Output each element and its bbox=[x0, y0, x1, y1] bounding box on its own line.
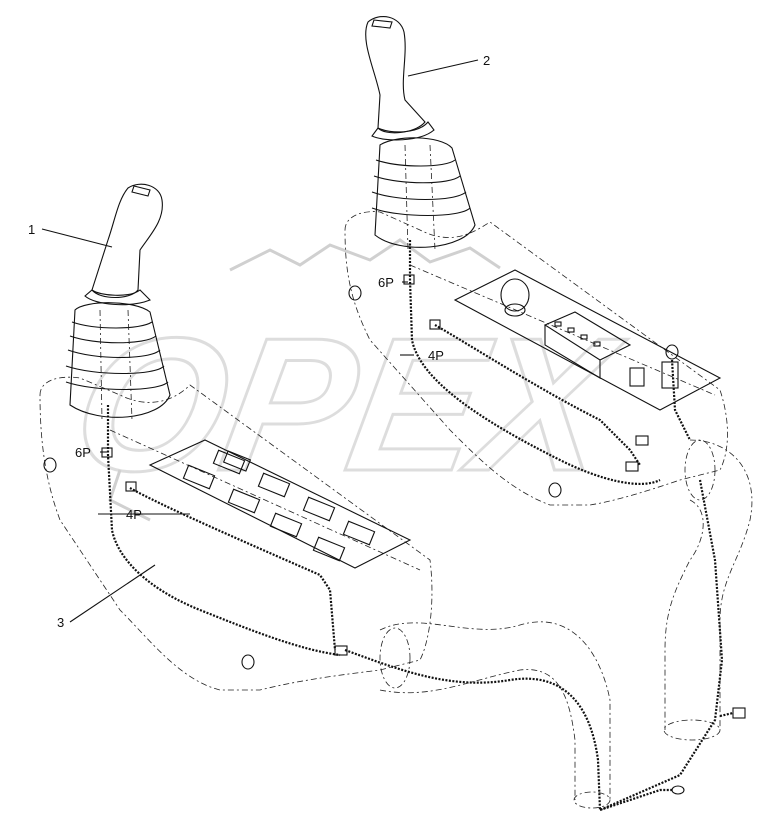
right-joystick-grip bbox=[365, 16, 435, 141]
left-harness-6p-wire bbox=[106, 405, 341, 657]
callout-3: 3 bbox=[57, 615, 64, 630]
right-control-panel bbox=[453, 269, 722, 411]
right-harness-6p-wire bbox=[408, 240, 661, 486]
left-switch-panel bbox=[148, 439, 412, 569]
left-4p-label: 4P bbox=[126, 507, 142, 522]
conduit-harness-wire bbox=[344, 479, 724, 812]
left-6p-label: 6P bbox=[75, 445, 91, 460]
right-boot bbox=[371, 137, 476, 251]
connecting-conduit bbox=[344, 439, 753, 812]
opex-watermark-logo: OPEX bbox=[58, 238, 637, 522]
callout-leaders bbox=[41, 59, 479, 623]
left-boot bbox=[65, 302, 171, 421]
svg-text:OPEX: OPEX bbox=[60, 298, 636, 510]
callout-2: 2 bbox=[483, 53, 490, 68]
left-joystick-console bbox=[39, 183, 433, 691]
callout-1: 1 bbox=[28, 222, 35, 237]
right-joystick-console bbox=[344, 16, 728, 506]
left-joystick-grip bbox=[84, 183, 163, 306]
right-harness-4p-wire bbox=[434, 324, 641, 466]
left-harness-4p-wire bbox=[129, 487, 337, 651]
right-6p-label: 6P bbox=[378, 275, 394, 290]
right-4p-label: 4P bbox=[428, 348, 444, 363]
